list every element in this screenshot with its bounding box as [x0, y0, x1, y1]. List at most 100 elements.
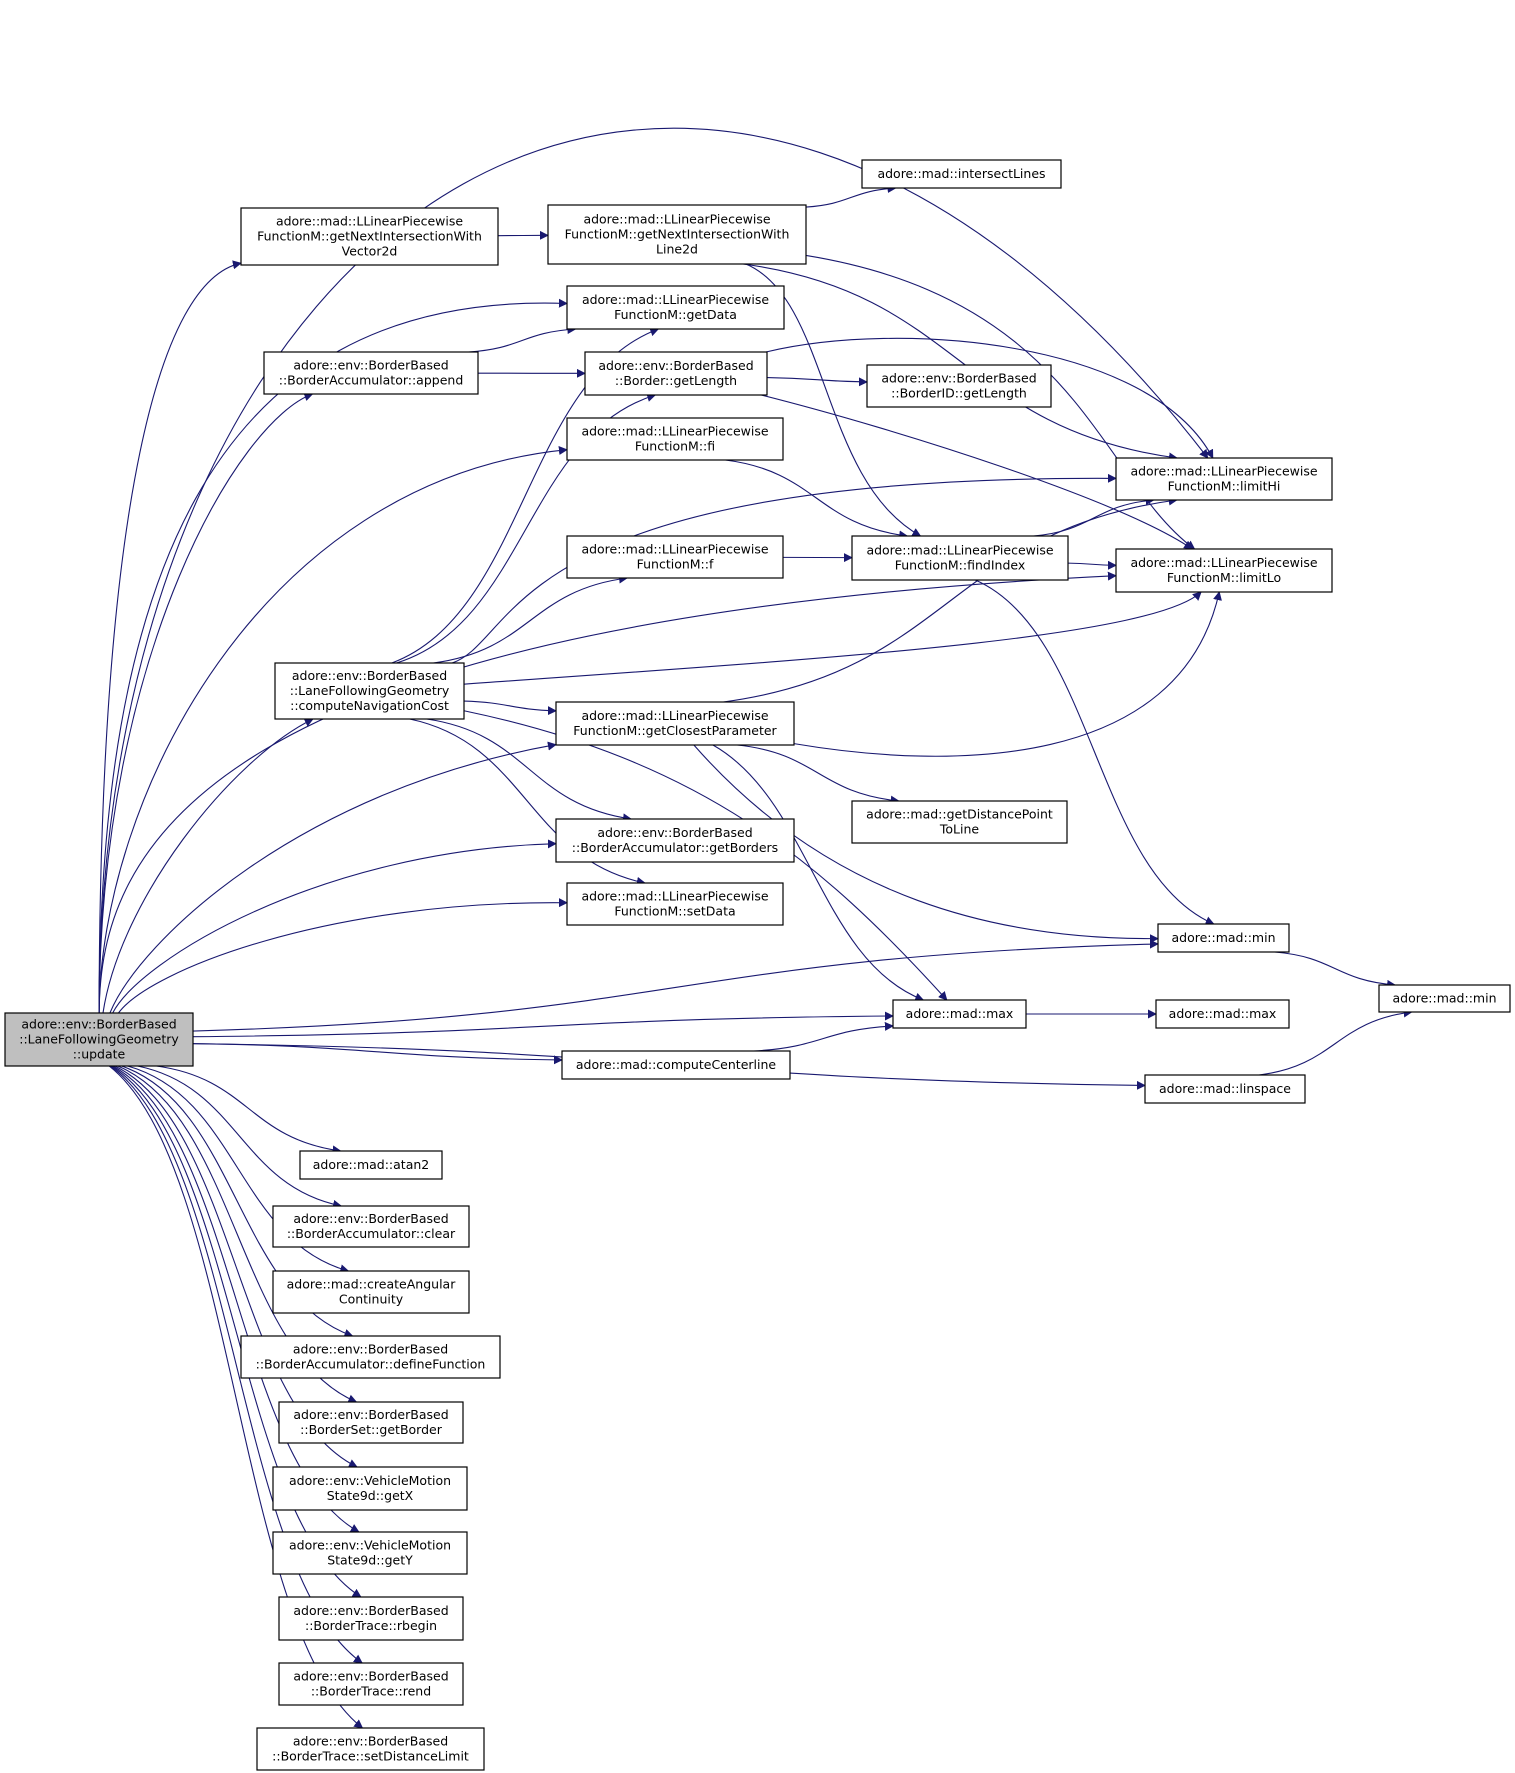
node-box: [892, 999, 1027, 1029]
node-defineFunction[interactable]: adore::env::BorderBased::BorderAccumulat…: [240, 1335, 501, 1379]
edge-findIndex-to-limitLo: [1067, 560, 1117, 570]
node-box: [566, 535, 784, 579]
node-label-line: adore::mad::LLinearPiecewise: [581, 708, 768, 723]
node-box: [566, 417, 784, 461]
node-label-line: adore::env::BorderBased: [293, 1407, 448, 1422]
node-getLength[interactable]: adore::env::BorderBased::Border::getLeng…: [584, 351, 768, 396]
node-setDistanceLimit[interactable]: adore::env::BorderBased::BorderTrace::se…: [256, 1727, 485, 1771]
edge-line: [463, 700, 557, 716]
edge-computeNavigationCost-to-f: [433, 574, 629, 664]
node-label-line: adore::mad::atan2: [313, 1157, 430, 1172]
edge-line: [98, 127, 1209, 1014]
node-append[interactable]: adore::env::BorderBased::BorderAccumulat…: [263, 351, 479, 395]
node-label-line: ::LaneFollowingGeometry: [19, 1032, 179, 1047]
node-clear[interactable]: adore::env::BorderBased::BorderAccumulat…: [272, 1205, 470, 1248]
node-getNextIntersectionWithVector2d[interactable]: adore::mad::LLinearPiecewiseFunctionM::g…: [240, 207, 499, 266]
edge-update-to-min1: [192, 939, 1159, 1032]
node-computeCenterline[interactable]: adore::mad::computeCenterline: [561, 1050, 791, 1080]
node-setData[interactable]: adore::mad::LLinearPiecewiseFunctionM::s…: [566, 882, 784, 926]
edge-update-to-atan2: [156, 1065, 342, 1155]
node-box: [547, 204, 807, 265]
node-label-line: ::BorderAccumulator::getBorders: [572, 840, 778, 855]
node-limitHi[interactable]: adore::mad::LLinearPiecewiseFunctionM::l…: [1115, 457, 1333, 501]
edge-line: [766, 376, 868, 387]
edge-update-to-fi: [98, 445, 568, 1014]
node-label-line: ::BorderAccumulator::clear: [287, 1226, 456, 1241]
node-box: [1378, 984, 1511, 1013]
edge-line: [1067, 560, 1117, 570]
node-findIndex[interactable]: adore::mad::LLinearPiecewiseFunctionM::f…: [851, 535, 1069, 581]
node-linspace[interactable]: adore::mad::linspace: [1144, 1074, 1306, 1104]
node-getData[interactable]: adore::mad::LLinearPiecewiseFunctionM::g…: [566, 285, 785, 330]
node-borderIdGetLength[interactable]: adore::env::BorderBased::BorderID::getLe…: [866, 364, 1052, 408]
node-computeNavigationCost[interactable]: adore::env::BorderBased::LaneFollowingGe…: [274, 662, 465, 720]
node-label-line: FunctionM::getNextIntersectionWith: [257, 229, 482, 244]
node-getNextIntersectionWithLine2d[interactable]: adore::mad::LLinearPiecewiseFunctionM::g…: [547, 204, 807, 265]
node-label-line: adore::mad::LLinearPiecewise: [583, 212, 770, 227]
node-box: [272, 1205, 470, 1248]
edge-line: [127, 1065, 350, 1274]
node-label-line: ToLine: [939, 822, 980, 837]
edge-getNextIntersectionWithLine2d-to-limitHi: [742, 263, 1178, 462]
node-label-line: ::BorderAccumulator::defineFunction: [256, 1357, 486, 1372]
edge-getClosestParameter-to-min1: [693, 744, 1159, 944]
node-label-line: adore::mad::LLinearPiecewise: [276, 214, 463, 229]
node-rbegin[interactable]: adore::env::BorderBased::BorderTrace::rb…: [278, 1596, 464, 1641]
node-atan2[interactable]: adore::mad::atan2: [299, 1150, 443, 1180]
node-rend[interactable]: adore::env::BorderBased::BorderTrace::re…: [278, 1662, 464, 1706]
node-box: [861, 159, 1062, 189]
node-fi[interactable]: adore::mad::LLinearPiecewiseFunctionM::f…: [566, 417, 784, 461]
node-label-line: ::Border::getLength: [615, 373, 737, 388]
edge-line: [98, 260, 242, 1014]
edge-computeCenterline-to-max1: [753, 1021, 894, 1052]
node-label-line: adore::env::BorderBased: [293, 1669, 448, 1684]
node-min2[interactable]: adore::mad::min: [1378, 984, 1511, 1013]
edge-line: [975, 579, 1215, 925]
edge-line: [725, 459, 909, 540]
edge-computeNavigationCost-to-getClosestParameter: [463, 700, 557, 716]
node-box: [274, 662, 465, 720]
node-label-line: Line2d: [656, 242, 698, 257]
edge-update-to-append: [98, 392, 314, 1014]
node-getBorders[interactable]: adore::env::BorderBased::BorderAccumulat…: [555, 818, 795, 863]
node-label-line: adore::mad::intersectLines: [877, 166, 1045, 181]
node-max2[interactable]: adore::mad::max: [1155, 999, 1290, 1029]
node-label-line: adore::env::VehicleMotion: [289, 1473, 451, 1488]
node-label-line: ::BorderTrace::setDistanceLimit: [272, 1749, 469, 1764]
node-box: [1144, 1074, 1306, 1104]
edge-update-to-createAngularContinuity: [127, 1065, 350, 1274]
node-label-line: FunctionM::findIndex: [895, 558, 1026, 573]
node-box: [1115, 548, 1333, 593]
edge-line: [111, 1065, 362, 1598]
node-getClosestParameter[interactable]: adore::mad::LLinearPiecewiseFunctionM::g…: [555, 701, 795, 746]
edge-update-to-computeNavigationCost: [102, 718, 314, 1014]
node-limitLo[interactable]: adore::mad::LLinearPiecewiseFunctionM::l…: [1115, 548, 1333, 593]
node-box: [1157, 923, 1290, 953]
node-max1[interactable]: adore::mad::max: [892, 999, 1027, 1029]
edge-min1-to-min2: [1274, 951, 1397, 989]
node-label-line: FunctionM::getNextIntersectionWith: [565, 227, 790, 242]
node-box: [555, 818, 795, 863]
edge-getClosestParameter-to-max1: [712, 744, 925, 1002]
edge-update-to-rbegin: [111, 1065, 362, 1598]
edge-update-to-setData: [118, 898, 568, 1014]
node-getBorder[interactable]: adore::env::BorderBased::BorderSet::getB…: [278, 1401, 464, 1444]
node-label-line: FunctionM::fi: [635, 439, 715, 454]
node-update[interactable]: adore::env::BorderBased::LaneFollowingGe…: [4, 1012, 194, 1067]
node-box: [866, 364, 1052, 408]
node-label-line: adore::mad::LLinearPiecewise: [581, 542, 768, 557]
edge-update-to-computeCenterline: [192, 1043, 563, 1065]
edge-line: [1258, 1008, 1413, 1076]
node-min1[interactable]: adore::mad::min: [1157, 923, 1290, 953]
node-intersectLines[interactable]: adore::mad::intersectLines: [861, 159, 1062, 189]
edge-line: [737, 744, 900, 805]
node-box: [555, 701, 795, 746]
edge-getNextIntersectionWithLine2d-to-intersectLines: [805, 184, 897, 208]
edge-line: [118, 898, 568, 1014]
edge-line: [761, 394, 1194, 550]
